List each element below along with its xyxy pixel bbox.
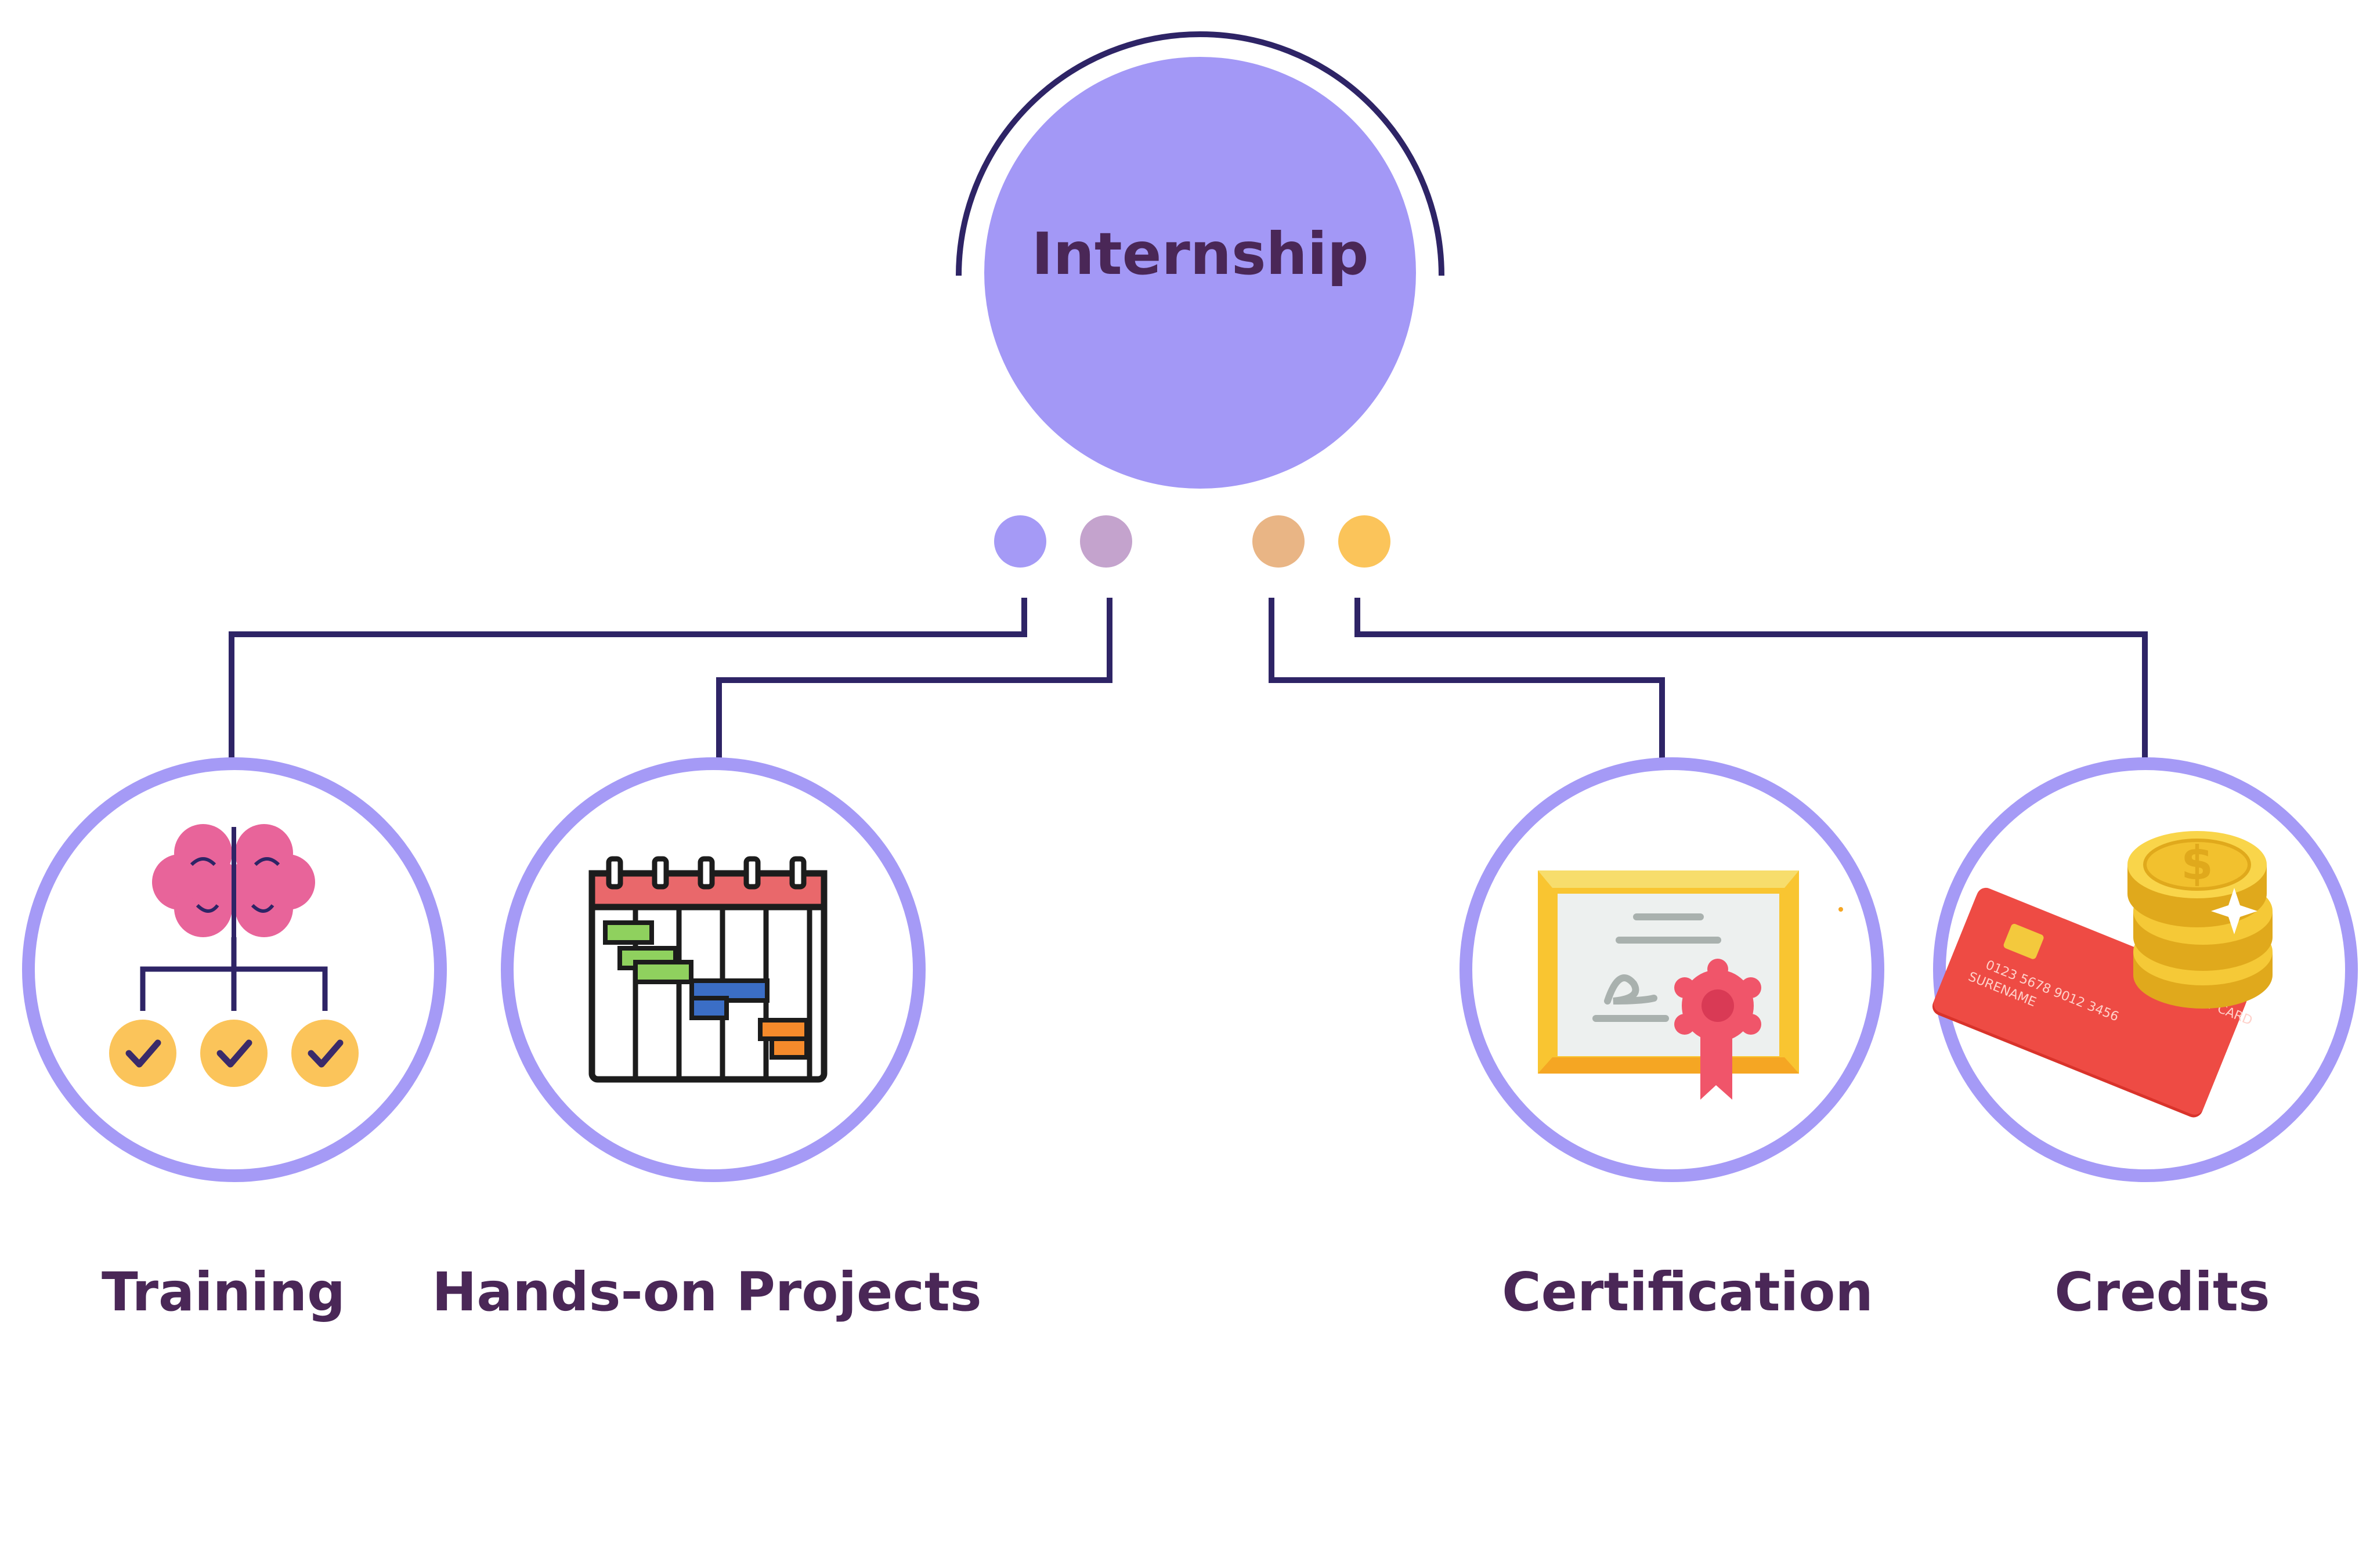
connector-line-projects: [716, 598, 1112, 761]
connector-dot-projects: [1080, 515, 1132, 568]
certificate-icon: [1538, 870, 1843, 1100]
svg-text:$: $: [2181, 836, 2213, 890]
node-label-projects: Hands-on Projects: [432, 1261, 981, 1323]
brain-checklist-icon: [109, 824, 359, 1087]
gantt-chart-icon: [588, 856, 828, 1083]
connector-line-credits: [1354, 598, 2148, 761]
connector-line-training: [229, 598, 1027, 761]
center-arc: [956, 31, 1444, 276]
node-label-training: Training: [102, 1261, 345, 1323]
node-label-credits: Credits: [2054, 1261, 2270, 1323]
connector-dots: [994, 515, 1390, 568]
center-circle: [984, 57, 1416, 489]
connector-dot-certification: [1252, 515, 1305, 568]
connector-line-certification: [1269, 598, 1665, 761]
connector-dot-training: [994, 515, 1046, 568]
center-label: Internship: [1031, 220, 1368, 288]
node-label-certification: Certification: [1502, 1261, 1873, 1323]
credit-card-coins-icon: 0123 5678 9012 3456 SURENAME CREDIT CARD…: [1932, 831, 2273, 1118]
connector-dot-credits: [1338, 515, 1390, 568]
